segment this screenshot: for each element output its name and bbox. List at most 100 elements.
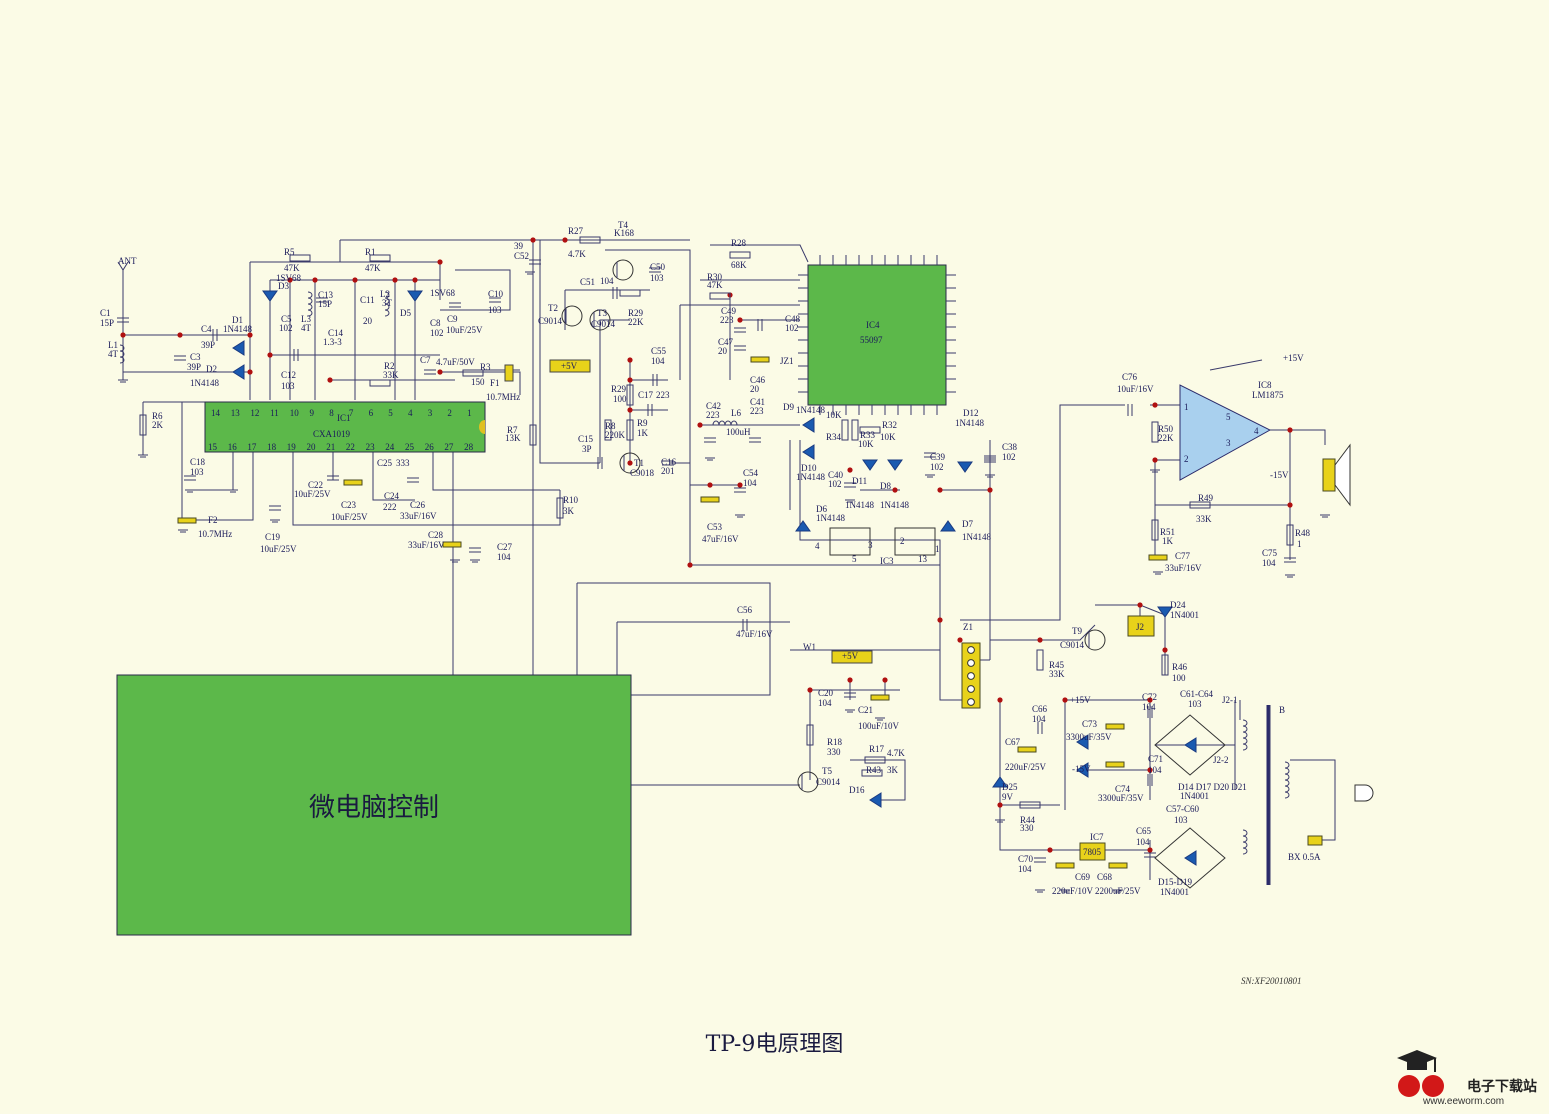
label-t1v: C9018 [630, 468, 655, 478]
label-c7: C7 [420, 355, 431, 365]
label-r29bv: 100 [613, 394, 627, 404]
label-c49v: 223 [720, 315, 734, 325]
label-l2v: 3T [382, 298, 393, 308]
ic1-pin-label: 25 [405, 442, 415, 452]
label-c65: C65 [1136, 826, 1152, 836]
label-c28v: 33uF/16V [408, 540, 445, 550]
label-c38: C38 [1002, 442, 1018, 452]
label-r29: R29 [628, 308, 644, 318]
label-f1v: 10.7MHz [486, 392, 520, 402]
label-c10: C10 [488, 289, 504, 299]
label-ic8p2: 2 [1184, 454, 1189, 464]
label-c40v: 102 [828, 479, 842, 489]
label-l3: L3 [301, 314, 311, 324]
label-r44: R44 [1020, 815, 1036, 825]
ic1-pin-label: 3 [428, 408, 433, 418]
label-r9v: 1K [637, 428, 649, 438]
label-d3: D3 [278, 281, 289, 291]
label-d6: D6 [816, 504, 827, 514]
label-c3: C3 [190, 352, 201, 362]
label-d1519v: 1N4001 [1160, 887, 1189, 897]
label-p5v1: +5V [561, 361, 578, 371]
label-r32: R32 [882, 420, 897, 430]
label-c6164v: 103 [1188, 699, 1202, 709]
ic1-pin-label: 6 [369, 408, 374, 418]
label-r50: R50 [1158, 424, 1174, 434]
label-c69v: 220uF/10V [1052, 886, 1094, 896]
label-l6v: 100uH [726, 427, 751, 437]
ic1-pin-label: 23 [366, 442, 376, 452]
label-c12v: 103 [281, 381, 295, 391]
label-j2: J2 [1136, 622, 1144, 632]
label-c8v: 102 [430, 328, 444, 338]
label-bx: BX 0.5A [1288, 852, 1321, 862]
label-r1: R1 [365, 247, 376, 257]
ic1-pin-label: 20 [307, 442, 317, 452]
label-c77: C77 [1175, 551, 1191, 561]
serial-number: SN:XF20010801 [1241, 976, 1302, 986]
ic1-pin-label: 16 [228, 442, 238, 452]
label-d2v: 1N4148 [190, 378, 219, 388]
ic1-pin-label: 8 [329, 408, 334, 418]
label-r18: R18 [827, 737, 843, 747]
label-c74v: 3300uF/35V [1098, 793, 1144, 803]
label-c21v: 100uF/10V [858, 721, 900, 731]
label-c24: C24 [384, 491, 400, 501]
label-w1: W1 [803, 642, 816, 652]
label-ic8p5: 5 [1226, 412, 1231, 422]
label-c9v: 10uF/25V [446, 325, 483, 335]
label-d11: D11 [852, 476, 867, 486]
label-r46: R46 [1172, 662, 1188, 672]
label-l2: L2 [380, 289, 390, 299]
label-c70: C70 [1018, 854, 1034, 864]
label-ant: ANT [118, 256, 137, 266]
label-j22: J2-2 [1213, 755, 1229, 765]
label-t9v: C9014 [1060, 640, 1085, 650]
label-m15v2: -15V [1072, 764, 1091, 774]
label-d9v: 1N4148 [796, 405, 825, 415]
label-c47: C47 [718, 337, 734, 347]
label-c41v: 223 [750, 406, 764, 416]
label-d9: D9 [783, 402, 794, 412]
label-c48v: 102 [785, 323, 799, 333]
label-c77v: 33uF/16V [1165, 563, 1202, 573]
label-t4: T4 [618, 220, 628, 230]
label-c49: C49 [721, 306, 737, 316]
ic1-pin-label: 18 [267, 442, 277, 452]
label-d11v: 1N4148 [845, 500, 874, 510]
label-c50v: 103 [650, 273, 664, 283]
label-m15v: -15V [1270, 470, 1289, 480]
label-ic3p3: 3 [868, 540, 873, 550]
label-c13v: 15P [318, 299, 332, 309]
label-c52: 39 [514, 241, 524, 251]
label-r49v: 33K [1196, 514, 1212, 524]
label-c55v: 104 [651, 356, 665, 366]
label-r43: R43 [866, 765, 882, 775]
label-d7: D7 [962, 519, 973, 529]
label-c23: C23 [341, 500, 357, 510]
label-c51: C51 [580, 277, 595, 287]
label-c5760v: 103 [1174, 815, 1188, 825]
label-r28: R28 [731, 238, 747, 248]
label-r48: R48 [1295, 528, 1311, 538]
label-r27: R27 [568, 226, 584, 236]
ic-label-ic3: IC3 [880, 556, 894, 566]
label-r33v: 10K [858, 439, 874, 449]
ic-label-ic7_part: 7805 [1083, 847, 1102, 857]
label-r8: R8 [605, 421, 616, 431]
label-t5v: C9014 [816, 777, 841, 787]
label-t1: T1 [634, 458, 644, 468]
label-t5: T5 [822, 766, 832, 776]
label-r6v: 2K [152, 420, 164, 430]
label-d7v: 1N4148 [962, 532, 991, 542]
label-c16v: 201 [661, 466, 675, 476]
label-c19v: 10uF/25V [260, 544, 297, 554]
label-f2: F2 [208, 515, 218, 525]
label-r34v: 10K [826, 410, 842, 420]
label-c14: C14 [328, 328, 344, 338]
label-ic3p1: 1 [935, 544, 940, 554]
label-c76: C76 [1122, 372, 1138, 382]
label-r3: R3 [480, 362, 491, 372]
ic1-pin-label: 15 [208, 442, 218, 452]
